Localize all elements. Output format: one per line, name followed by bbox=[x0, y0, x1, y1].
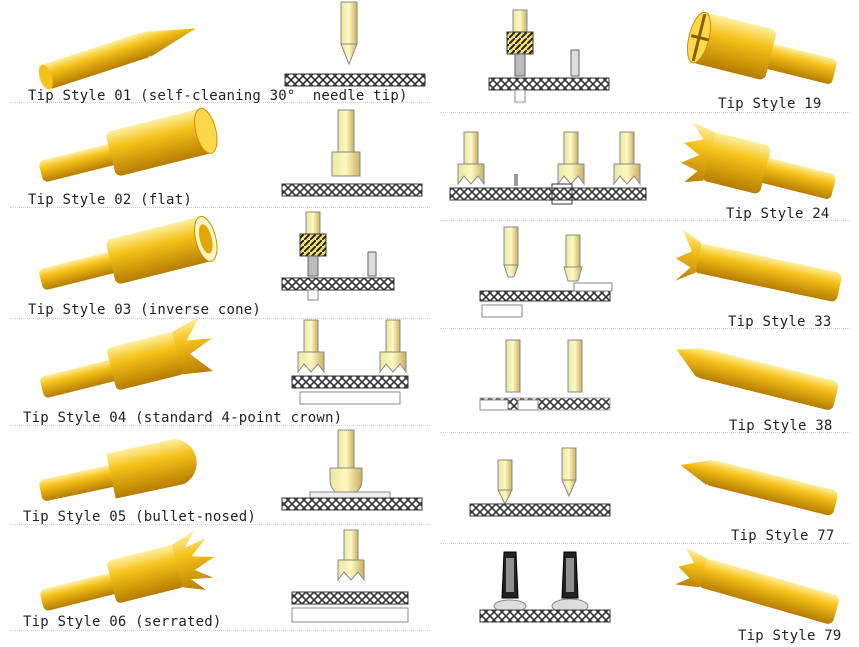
row-separator bbox=[440, 328, 850, 329]
probe-77-image bbox=[680, 459, 838, 516]
row-separator bbox=[440, 220, 850, 221]
probe-33-image bbox=[675, 228, 842, 302]
contact-diagram-03 bbox=[281, 211, 395, 301]
row-separator bbox=[10, 630, 430, 631]
row-separator bbox=[10, 102, 430, 103]
contact-diagram-79 bbox=[479, 551, 611, 623]
probe-24-image bbox=[680, 122, 836, 199]
contact-diagram-19 bbox=[488, 9, 610, 103]
row-separator bbox=[10, 318, 430, 319]
row-separator bbox=[10, 524, 430, 525]
tip-style-33-label: Tip Style 33 bbox=[728, 314, 832, 330]
row-separator bbox=[440, 112, 850, 113]
tip-style-06-label: Tip Style 06 (serrated) bbox=[23, 614, 222, 630]
contact-diagram-77 bbox=[469, 447, 611, 517]
contact-diagram-04 bbox=[291, 319, 409, 405]
tip-style-03-label: Tip Style 03 (inverse cone) bbox=[28, 302, 261, 318]
tip-style-24-label: Tip Style 24 bbox=[726, 206, 830, 222]
contact-diagram-33 bbox=[479, 226, 613, 318]
tip-style-79-label: Tip Style 79 bbox=[738, 628, 842, 644]
probe-79-image bbox=[675, 547, 839, 624]
contact-diagram-05 bbox=[281, 429, 423, 511]
contact-diagram-38 bbox=[479, 339, 611, 411]
probe-03-image bbox=[39, 215, 218, 290]
contact-diagram-06 bbox=[291, 529, 409, 623]
row-separator bbox=[10, 425, 430, 426]
row-separator bbox=[440, 543, 850, 544]
row-separator bbox=[10, 207, 430, 208]
tip-style-02-label: Tip Style 02 (flat) bbox=[28, 192, 192, 208]
tip-style-04-label: Tip Style 04 (standard 4-point crown) bbox=[23, 410, 343, 426]
tip-style-05-label: Tip Style 05 (bullet-nosed) bbox=[23, 509, 256, 525]
probe-06-image bbox=[40, 531, 215, 611]
row-separator bbox=[440, 432, 850, 433]
contact-diagram-02 bbox=[281, 109, 423, 197]
probe-19-image bbox=[686, 11, 837, 84]
probe-01-image bbox=[38, 28, 197, 90]
contact-diagram-24 bbox=[449, 131, 647, 205]
tip-style-38-label: Tip Style 38 bbox=[729, 418, 833, 434]
probe-02-image bbox=[39, 107, 218, 182]
tip-style-01-label: Tip Style 01 (self-cleaning 30° needle t… bbox=[28, 88, 408, 104]
probe-04-image bbox=[40, 316, 213, 398]
probe-05-image bbox=[39, 439, 197, 501]
probe-38-image bbox=[676, 348, 839, 410]
contact-diagram-01 bbox=[284, 1, 426, 87]
tip-style-19-label: Tip Style 19 bbox=[718, 96, 822, 112]
tip-style-77-label: Tip Style 77 bbox=[731, 528, 835, 544]
